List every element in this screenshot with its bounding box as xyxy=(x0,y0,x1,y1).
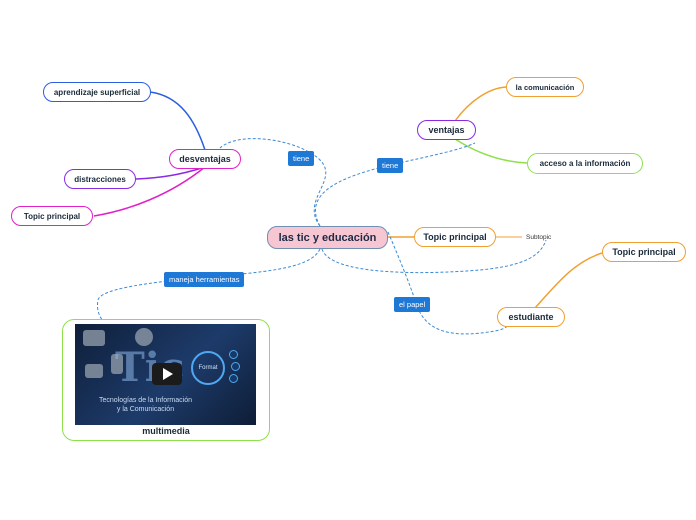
central-topic[interactable]: las tic y educación xyxy=(267,226,388,249)
node-subtopic[interactable]: Subtopic xyxy=(526,234,551,241)
device-icon xyxy=(85,364,103,378)
play-icon[interactable] xyxy=(152,363,182,385)
arc-central-ventajas xyxy=(315,143,475,226)
node-estudiante[interactable]: estudiante xyxy=(497,307,565,327)
node-distracciones[interactable]: distracciones xyxy=(64,169,136,189)
video-caption-line-2: y la Comunicación xyxy=(99,405,192,414)
link-label-tiene-left[interactable]: tiene xyxy=(288,151,314,166)
node-ventajas[interactable]: ventajas xyxy=(417,120,476,140)
video-dot-icon xyxy=(229,350,238,359)
link-label-el-papel[interactable]: el papel xyxy=(394,297,430,312)
connector-estudiante-topic-right xyxy=(535,253,602,308)
video-dot-icon xyxy=(229,374,238,383)
video-dot-icon xyxy=(231,362,240,371)
node-topic-principal-right[interactable]: Topic principal xyxy=(602,242,686,262)
link-label-tiene-right[interactable]: tiene xyxy=(377,158,403,173)
node-la-comunicacion[interactable]: la comunicación xyxy=(506,77,584,97)
node-topic-principal-center[interactable]: Topic principal xyxy=(414,227,496,247)
node-aprendizaje-superficial[interactable]: aprendizaje superficial xyxy=(43,82,151,102)
video-caption-line-1: Tecnologías de la Información xyxy=(99,396,192,405)
multimedia-video-thumbnail[interactable]: Tic Format Tecnologías de la Información… xyxy=(75,324,256,425)
camera-icon xyxy=(83,330,105,346)
node-topic-principal-left[interactable]: Topic principal xyxy=(11,206,93,226)
video-caption: Tecnologías de la Información y la Comun… xyxy=(99,396,192,414)
node-desventajas[interactable]: desventajas xyxy=(169,149,241,169)
node-acceso-informacion[interactable]: acceso a la información xyxy=(527,153,643,174)
multimedia-label: multimedia xyxy=(142,426,190,436)
connector-desventajas-aprendizaje xyxy=(150,92,205,150)
arc-central-estudiante xyxy=(388,232,510,334)
connector-ventajas-acceso xyxy=(455,139,527,163)
link-label-maneja-herramientas[interactable]: maneja herramientas xyxy=(164,272,244,287)
connector-ventajas-comunicacion xyxy=(455,87,506,121)
video-format-circle: Format xyxy=(191,351,225,385)
